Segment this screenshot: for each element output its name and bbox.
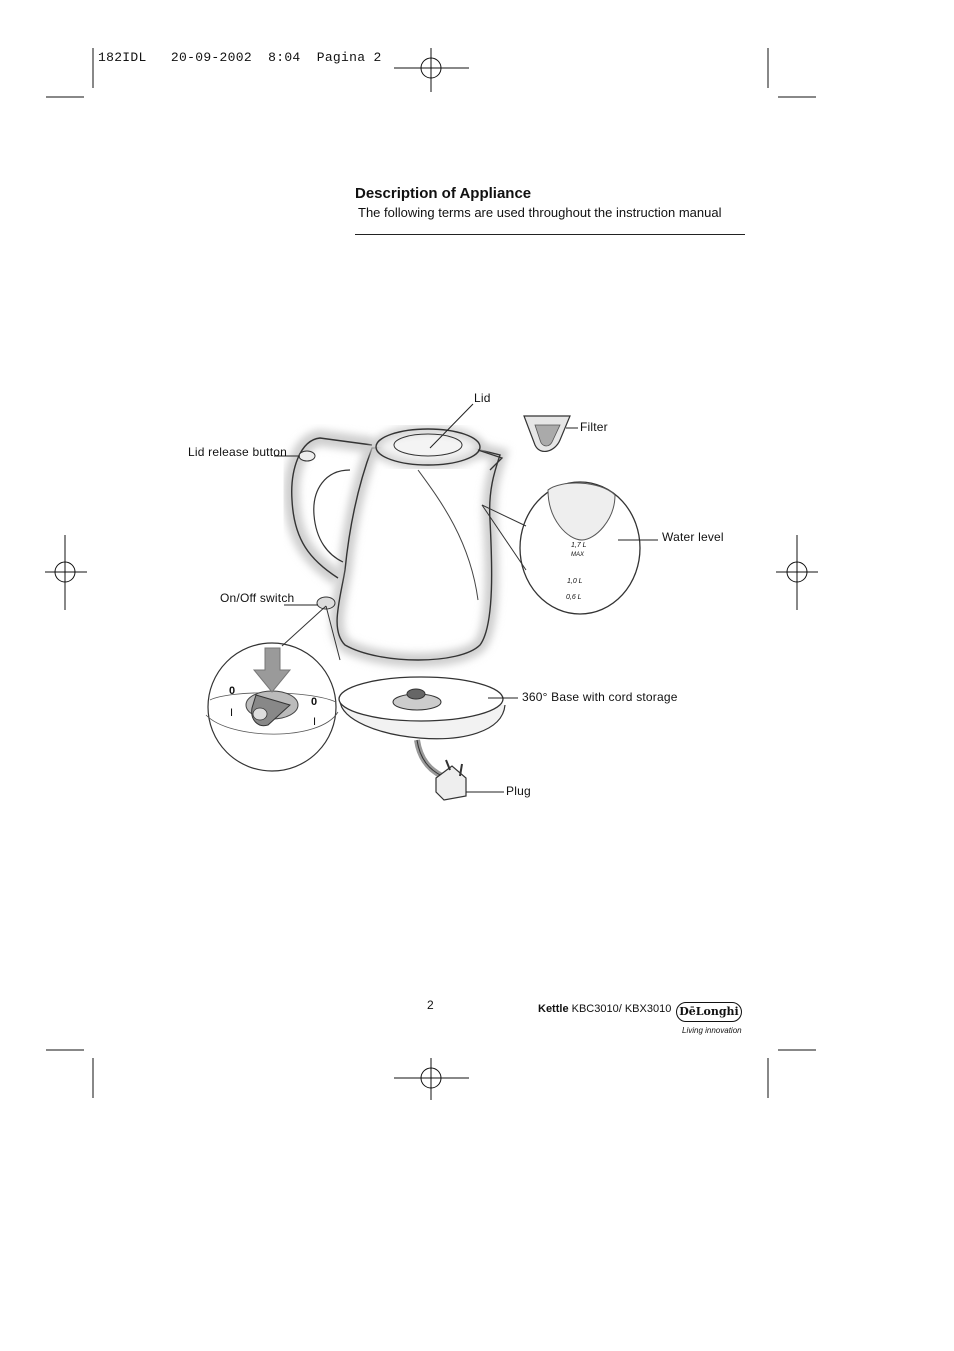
water-level-magnifier xyxy=(481,481,641,615)
water-mark-mid-volume: 1,0 L xyxy=(567,578,583,585)
switch-mark-off-left: 0 xyxy=(229,685,236,697)
water-mark-min-volume: 0,6 L xyxy=(566,594,582,601)
title-divider xyxy=(355,234,745,235)
brand-tagline: Living innovation xyxy=(682,1026,742,1035)
model-numbers: KBC3010/ KBX3010 xyxy=(571,1003,672,1015)
switch-magnifier xyxy=(205,605,341,772)
brand-logo: DēLonghi xyxy=(676,1002,742,1022)
lid-leader xyxy=(429,403,474,449)
print-header: 182IDL 20-09-2002 8:04 Pagina 2 xyxy=(98,50,382,65)
switch-mark-off-right: 0 xyxy=(311,696,318,708)
callout-on-off-switch: On/Off switch xyxy=(220,591,295,605)
page-number: 2 xyxy=(427,998,434,1012)
on-off-switch xyxy=(316,596,336,610)
callout-plug: Plug xyxy=(506,784,531,798)
base-360 xyxy=(338,676,506,779)
callout-base: 360° Base with cord storage xyxy=(522,690,678,704)
kettle-body xyxy=(283,425,510,667)
filter-part xyxy=(523,415,571,453)
section-title: Description of Appliance xyxy=(355,185,532,202)
switch-mark-on-right: I xyxy=(313,716,317,728)
callout-lid-release-button: Lid release button xyxy=(188,445,288,459)
callout-filter: Filter xyxy=(580,420,608,434)
section-subtitle: The following terms are used throughout … xyxy=(358,205,722,220)
switch-mark-on-left: I xyxy=(230,707,234,719)
model-line: Kettle KBC3010/ KBX3010 xyxy=(538,1003,671,1015)
callout-water-level: Water level xyxy=(662,530,724,544)
product-name: Kettle xyxy=(538,1003,569,1015)
water-mark-max-volume: 1,7 L xyxy=(571,542,587,549)
lid-release-button xyxy=(298,450,316,462)
plug xyxy=(435,759,467,801)
callout-lid: Lid xyxy=(474,391,491,405)
water-mark-max-label: MAX xyxy=(571,552,585,558)
